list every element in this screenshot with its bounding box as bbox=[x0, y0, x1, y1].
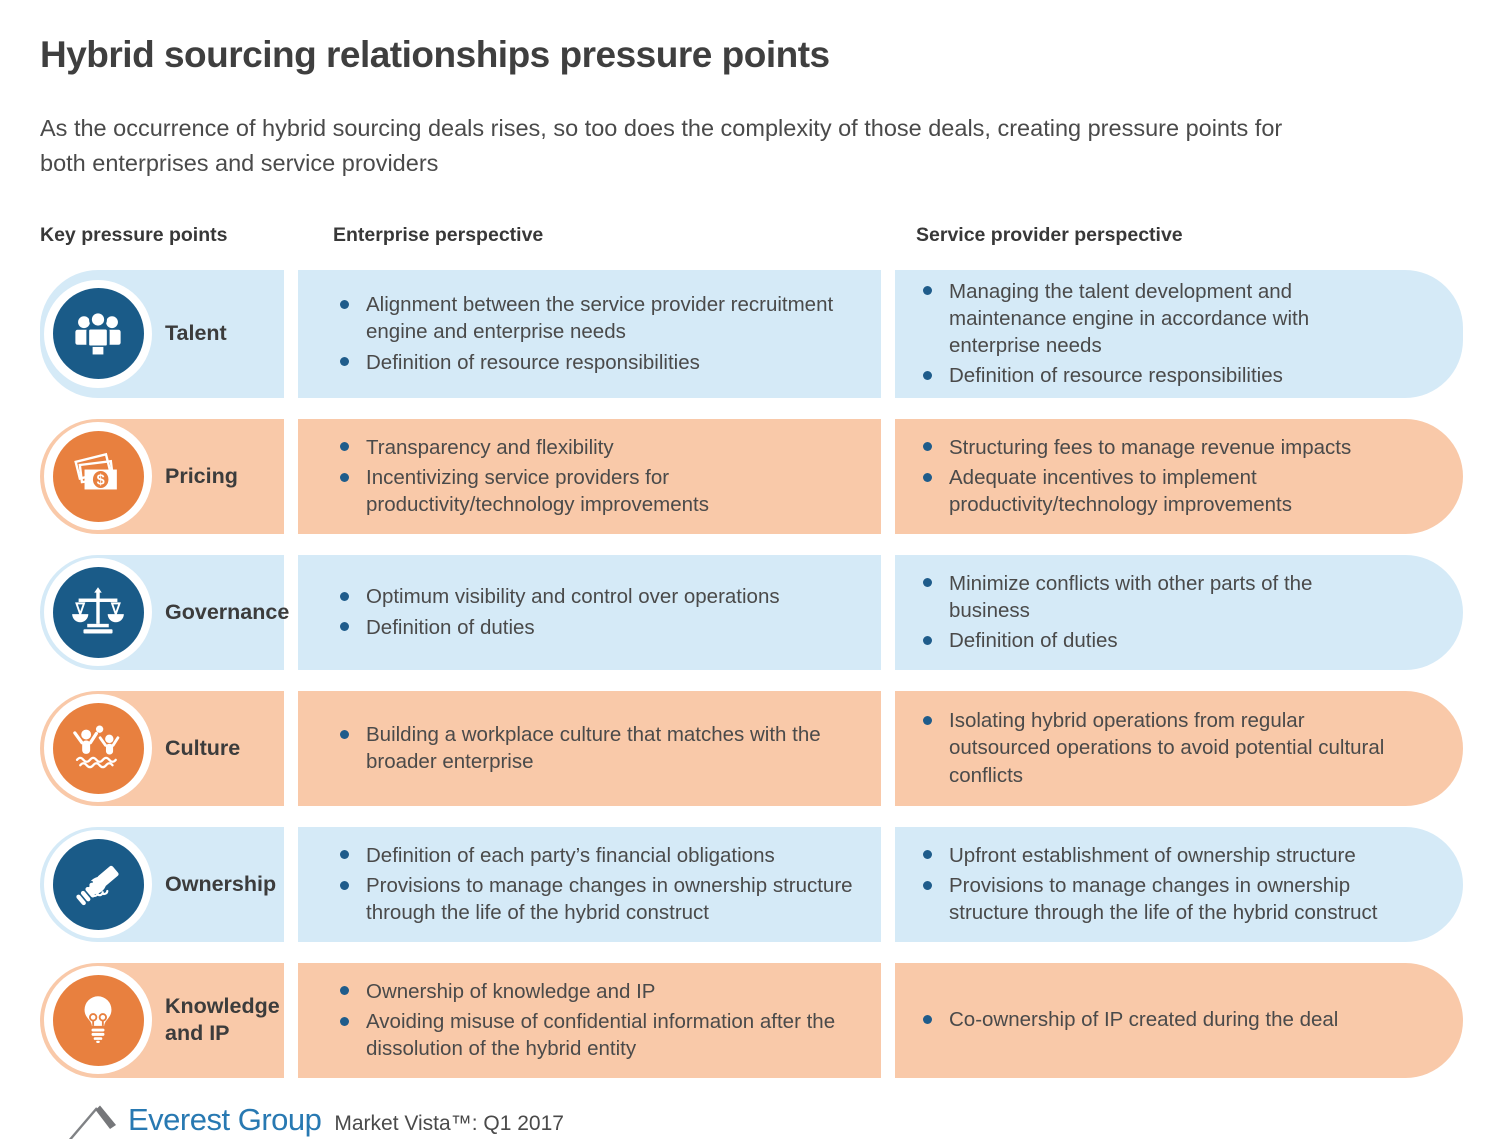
row-icon-badge bbox=[44, 830, 152, 938]
bullet-item: Definition of duties bbox=[921, 627, 1393, 654]
bullet-item: Definition of each party’s financial obl… bbox=[338, 842, 853, 869]
enterprise-perspective-cell: Alignment between the service provider r… bbox=[298, 269, 881, 398]
scales-icon bbox=[52, 566, 144, 658]
bullet-item: Upfront establishment of ownership struc… bbox=[921, 842, 1393, 869]
page-subtitle: As the occurrence of hybrid sourcing dea… bbox=[40, 115, 1283, 177]
row-icon-badge: $ bbox=[44, 422, 152, 530]
service-provider-perspective-cell: Minimize conflicts with other parts of t… bbox=[895, 554, 1463, 670]
service-provider-perspective-cell: Managing the talent development and main… bbox=[895, 269, 1463, 398]
bullet-item: Adequate incentives to implement product… bbox=[921, 464, 1393, 519]
pressure-point-cell: Ownership bbox=[40, 826, 284, 942]
bullet-item: Incentivizing service providers for prod… bbox=[338, 464, 853, 519]
bullet-item: Avoiding misuse of confidential informat… bbox=[338, 1008, 853, 1063]
bullet-item: Structuring fees to manage revenue impac… bbox=[921, 434, 1393, 461]
service-provider-perspective-cell: Co-ownership of IP created during the de… bbox=[895, 962, 1463, 1078]
bullet-item: Isolating hybrid operations from regular… bbox=[921, 707, 1393, 789]
bullet-item: Managing the talent development and main… bbox=[921, 278, 1393, 360]
pressure-point-label: Governance bbox=[165, 599, 290, 624]
bullet-item: Transparency and flexibility bbox=[338, 434, 853, 461]
pressure-points-table: Talent Alignment between the service pro… bbox=[40, 269, 1501, 1078]
pressure-point-label: Pricing bbox=[165, 463, 238, 488]
footer: Everest Group Market Vista™: Q1 2017 bbox=[66, 1102, 1501, 1139]
everest-group-logo-icon bbox=[68, 1105, 116, 1139]
pressure-point-cell: Talent bbox=[40, 269, 284, 398]
pressure-point-label: Ownership bbox=[165, 871, 277, 896]
bullet-item: Optimum visibility and control over oper… bbox=[338, 583, 853, 610]
row-icon-badge bbox=[44, 966, 152, 1074]
bullet-item: Definition of resource responsibilities bbox=[338, 349, 853, 376]
page-title: Hybrid sourcing relationships pressure p… bbox=[40, 34, 830, 75]
pressure-point-label: Knowledge and IP bbox=[165, 994, 280, 1045]
row-ownership: Ownership Definition of each party’s fin… bbox=[40, 826, 1463, 942]
svg-text:$: $ bbox=[97, 473, 105, 489]
bullet-item: Ownership of knowledge and IP bbox=[338, 978, 853, 1005]
pressure-point-cell: Culture bbox=[40, 690, 284, 806]
pressure-point-cell: Governance bbox=[40, 554, 289, 670]
enterprise-perspective-cell: Definition of each party’s financial obl… bbox=[298, 826, 881, 942]
handshake-icon bbox=[52, 838, 144, 930]
row-icon-badge bbox=[44, 558, 152, 666]
column-header-key-pressure-points: Key pressure points bbox=[40, 223, 228, 246]
row-icon-badge bbox=[44, 694, 152, 802]
column-header-enterprise-perspective: Enterprise perspective bbox=[333, 223, 544, 246]
banknotes-icon: $ bbox=[52, 430, 144, 522]
pressure-point-label: Talent bbox=[165, 321, 227, 346]
enterprise-perspective-cell: Building a workplace culture that matche… bbox=[298, 690, 881, 806]
lightbulb-icon bbox=[52, 974, 144, 1066]
bullet-item: Co-ownership of IP created during the de… bbox=[921, 1006, 1393, 1033]
service-provider-perspective-cell: Isolating hybrid operations from regular… bbox=[895, 690, 1463, 806]
bullet-item: Definition of duties bbox=[338, 614, 853, 641]
bullet-item: Definition of resource responsibilities bbox=[921, 362, 1393, 389]
service-provider-perspective-cell: Upfront establishment of ownership struc… bbox=[895, 826, 1463, 942]
bullet-item: Minimize conflicts with other parts of t… bbox=[921, 570, 1393, 625]
bullet-item: Building a workplace culture that matche… bbox=[338, 721, 853, 776]
bullet-item: Provisions to manage changes in ownershi… bbox=[921, 872, 1393, 927]
pressure-point-label: Culture bbox=[165, 735, 241, 760]
enterprise-perspective-cell: Optimum visibility and control over oper… bbox=[298, 554, 881, 670]
brand-name: Everest Group bbox=[128, 1101, 322, 1137]
column-headers: Key pressure points Enterprise perspecti… bbox=[40, 224, 1463, 247]
row-governance: Governance Optimum visibility and contro… bbox=[40, 554, 1463, 670]
row-talent: Talent Alignment between the service pro… bbox=[40, 269, 1463, 398]
bullet-item: Alignment between the service provider r… bbox=[338, 291, 853, 346]
pressure-point-cell: Knowledge and IP bbox=[40, 962, 284, 1078]
people-group-icon bbox=[52, 288, 144, 379]
pressure-point-cell: $ Pricing bbox=[40, 418, 284, 534]
row-culture: Culture Building a workplace culture tha… bbox=[40, 690, 1463, 806]
row-knowledge-and-ip: Knowledge and IP Ownership of knowledge … bbox=[40, 962, 1463, 1078]
row-icon-badge bbox=[44, 279, 152, 388]
bullet-item: Provisions to manage changes in ownershi… bbox=[338, 872, 853, 927]
service-provider-perspective-cell: Structuring fees to manage revenue impac… bbox=[895, 418, 1463, 534]
column-header-service-provider-perspective: Service provider perspective bbox=[916, 223, 1183, 246]
people-celebrating-icon bbox=[52, 702, 144, 794]
footer-caption: Market Vista™: Q1 2017 bbox=[334, 1111, 564, 1135]
enterprise-perspective-cell: Ownership of knowledge and IP Avoiding mi… bbox=[298, 962, 881, 1078]
